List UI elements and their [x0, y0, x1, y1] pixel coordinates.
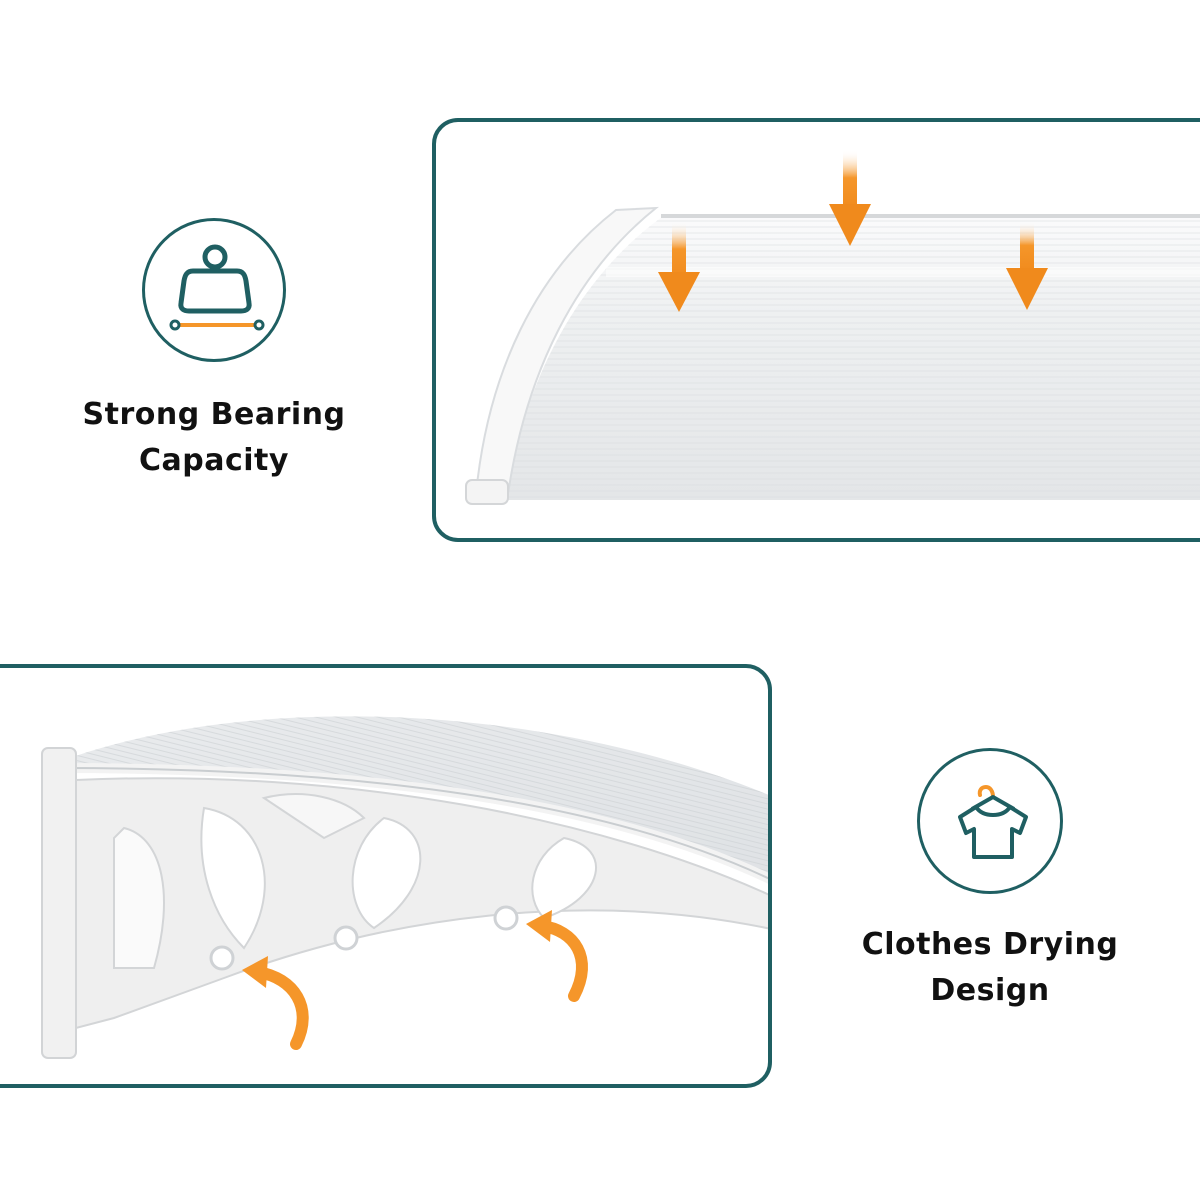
weight-bearing-icon	[169, 244, 265, 331]
feature-label-line: Clothes Drying	[861, 927, 1119, 962]
feature-label-line: Design	[930, 973, 1050, 1008]
feature-icon-circle	[142, 218, 286, 362]
curved-arrow-icon	[526, 910, 588, 1002]
feature-label-line: Strong Bearing	[82, 397, 346, 432]
canopy-top-illustration	[465, 150, 1200, 505]
clothes-hanger-icon	[958, 784, 1028, 859]
bracket-side-photo-panel	[0, 664, 772, 1088]
feature-label: Strong Bearing Capacity	[64, 392, 364, 484]
feature-clothes-drying: Clothes Drying Design	[840, 748, 1140, 1014]
feature-strong-bearing: Strong Bearing Capacity	[64, 218, 364, 484]
down-arrow-icon	[829, 150, 871, 246]
bracket-side-illustration	[41, 716, 768, 1059]
curved-arrow-icon	[242, 956, 309, 1050]
down-arrow-icon	[658, 222, 700, 312]
wall-plate	[41, 747, 77, 1059]
down-arrow-icon	[1006, 222, 1048, 310]
feature-icon-circle	[917, 748, 1063, 894]
canopy-top-photo-panel	[432, 118, 1200, 542]
feature-label: Clothes Drying Design	[840, 922, 1140, 1014]
feature-label-line: Capacity	[139, 443, 289, 478]
